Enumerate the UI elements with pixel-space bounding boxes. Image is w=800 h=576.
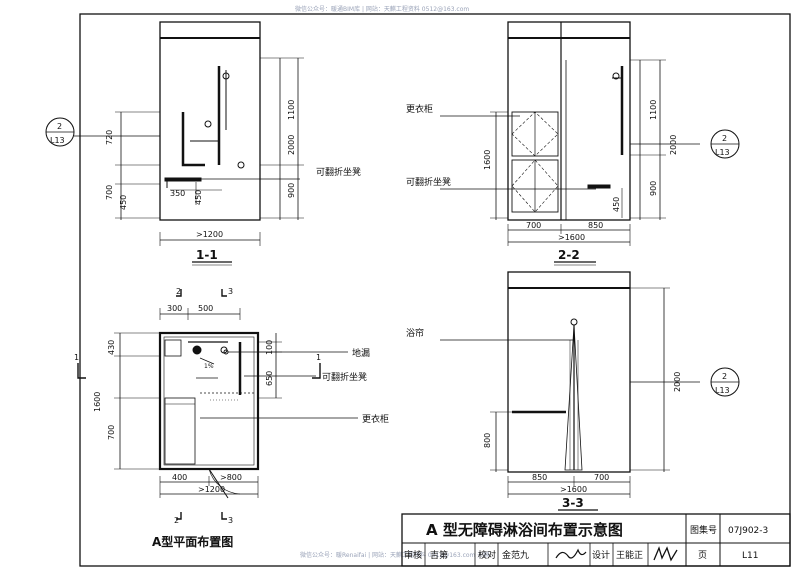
- dim-plan-500: 500: [198, 304, 213, 313]
- dim-3-3-2000: 2000: [673, 372, 682, 392]
- label-plan-seat: 可翻折坐凳: [322, 371, 367, 383]
- dim-1-1-1100: 1100: [287, 100, 296, 120]
- page-number: L11: [742, 551, 758, 561]
- callout-3-3-top: 2: [722, 372, 727, 381]
- section-marker-2-bottom: 2: [174, 516, 179, 525]
- callout-2-2-top: 2: [722, 134, 727, 143]
- dim-2-2-width: >1600: [558, 233, 585, 242]
- title-3-3: 3-3: [562, 496, 584, 510]
- dim-plan-100: 100: [265, 340, 274, 355]
- watermark-top: 微信公众号：暖通BIM库 | 网站：天麒工程资料 0512@163.com: [295, 5, 469, 13]
- label-1-1-seat: 可翻折坐凳: [316, 166, 361, 178]
- dim-1-1-450b: 450: [194, 190, 203, 205]
- section-marker-3-bottom: 3: [228, 516, 233, 525]
- section-marker-1-left: 1: [74, 353, 79, 362]
- dim-2-2-1600: 1600: [483, 150, 492, 170]
- callout-1-1-bottom: L13: [50, 136, 65, 145]
- dim-3-3-width: >1600: [560, 485, 587, 494]
- checker-signature: [555, 548, 587, 559]
- view-2-2: [440, 21, 700, 266]
- title-2-2: 2-2: [558, 248, 580, 262]
- dim-2-2-2000: 2000: [669, 135, 678, 155]
- view-3-3: [440, 271, 700, 511]
- dim-1-1-700: 700: [105, 185, 114, 200]
- check-label: 校对: [478, 549, 496, 561]
- view-plan: [77, 289, 358, 520]
- atlas-label: 图集号: [690, 524, 717, 536]
- label-2-2-locker: 更衣柜: [406, 103, 433, 115]
- reviewer-name: 吉第: [430, 549, 448, 561]
- dim-plan-650: 650: [265, 371, 274, 386]
- dim-2-2-450: 450: [612, 197, 621, 212]
- dim-1-1-720: 720: [105, 130, 114, 145]
- sheet-border: [79, 13, 791, 567]
- label-plan-drain: 地漏: [352, 347, 370, 359]
- dim-2-2-850: 850: [588, 221, 603, 230]
- dim-1-1-450: 450: [119, 195, 128, 210]
- dim-1-1-900: 900: [287, 183, 296, 198]
- callout-2-2-bottom: L13: [715, 148, 730, 157]
- atlas-number: 07J902-3: [728, 526, 768, 536]
- label-2-2-seat: 可翻折坐凳: [406, 176, 451, 188]
- dim-3-3-800: 800: [483, 433, 492, 448]
- dim-plan-430: 430: [107, 340, 116, 355]
- label-3-3-curtain: 浴帘: [406, 327, 424, 339]
- watermark-bottom: 微信公众号：暖Renaifai | 网站：天麒工程资料 0512@163.com…: [300, 551, 489, 559]
- callout-3-3-bottom: L13: [715, 386, 730, 395]
- page-label: 页: [698, 550, 707, 561]
- title-plan: A型平面布置图: [152, 534, 233, 549]
- dim-3-3-850: 850: [532, 473, 547, 482]
- label-plan-locker: 更衣柜: [362, 413, 389, 425]
- designer-name: 王能正: [616, 549, 643, 561]
- callout-1-1-top: 2: [57, 122, 62, 131]
- dim-plan-400: 400: [172, 473, 187, 482]
- dim-plan-700: 700: [107, 425, 116, 440]
- section-marker-1-right: 1: [316, 353, 321, 362]
- dim-plan-width: >1200: [198, 485, 225, 494]
- dim-2-2-1100: 1100: [649, 100, 658, 120]
- design-label: 设计: [592, 549, 610, 561]
- title-block: [401, 513, 791, 567]
- review-label: 审核: [404, 549, 422, 561]
- slope-text: 1%: [204, 363, 214, 370]
- dim-plan-300: 300: [167, 304, 182, 313]
- dim-1-1-2000: 2000: [287, 135, 296, 155]
- dim-plan-1600: 1600: [93, 392, 102, 412]
- designer-signature: [653, 546, 678, 562]
- section-marker-3-top: 3: [228, 287, 233, 296]
- dim-3-3-700: 700: [594, 473, 609, 482]
- dim-plan-800: >800: [220, 473, 242, 482]
- checker-name: 金范九: [502, 549, 529, 561]
- dim-1-1-width: >1200: [196, 230, 223, 239]
- dim-2-2-900: 900: [649, 181, 658, 196]
- drawing-title: A 型无障碍淋浴间布置示意图: [426, 521, 623, 539]
- dim-1-1-350: 350: [170, 189, 185, 198]
- section-marker-2-top: 2: [176, 287, 181, 296]
- view-1-1: [74, 21, 304, 266]
- title-1-1: 1-1: [196, 248, 218, 262]
- dim-2-2-700: 700: [526, 221, 541, 230]
